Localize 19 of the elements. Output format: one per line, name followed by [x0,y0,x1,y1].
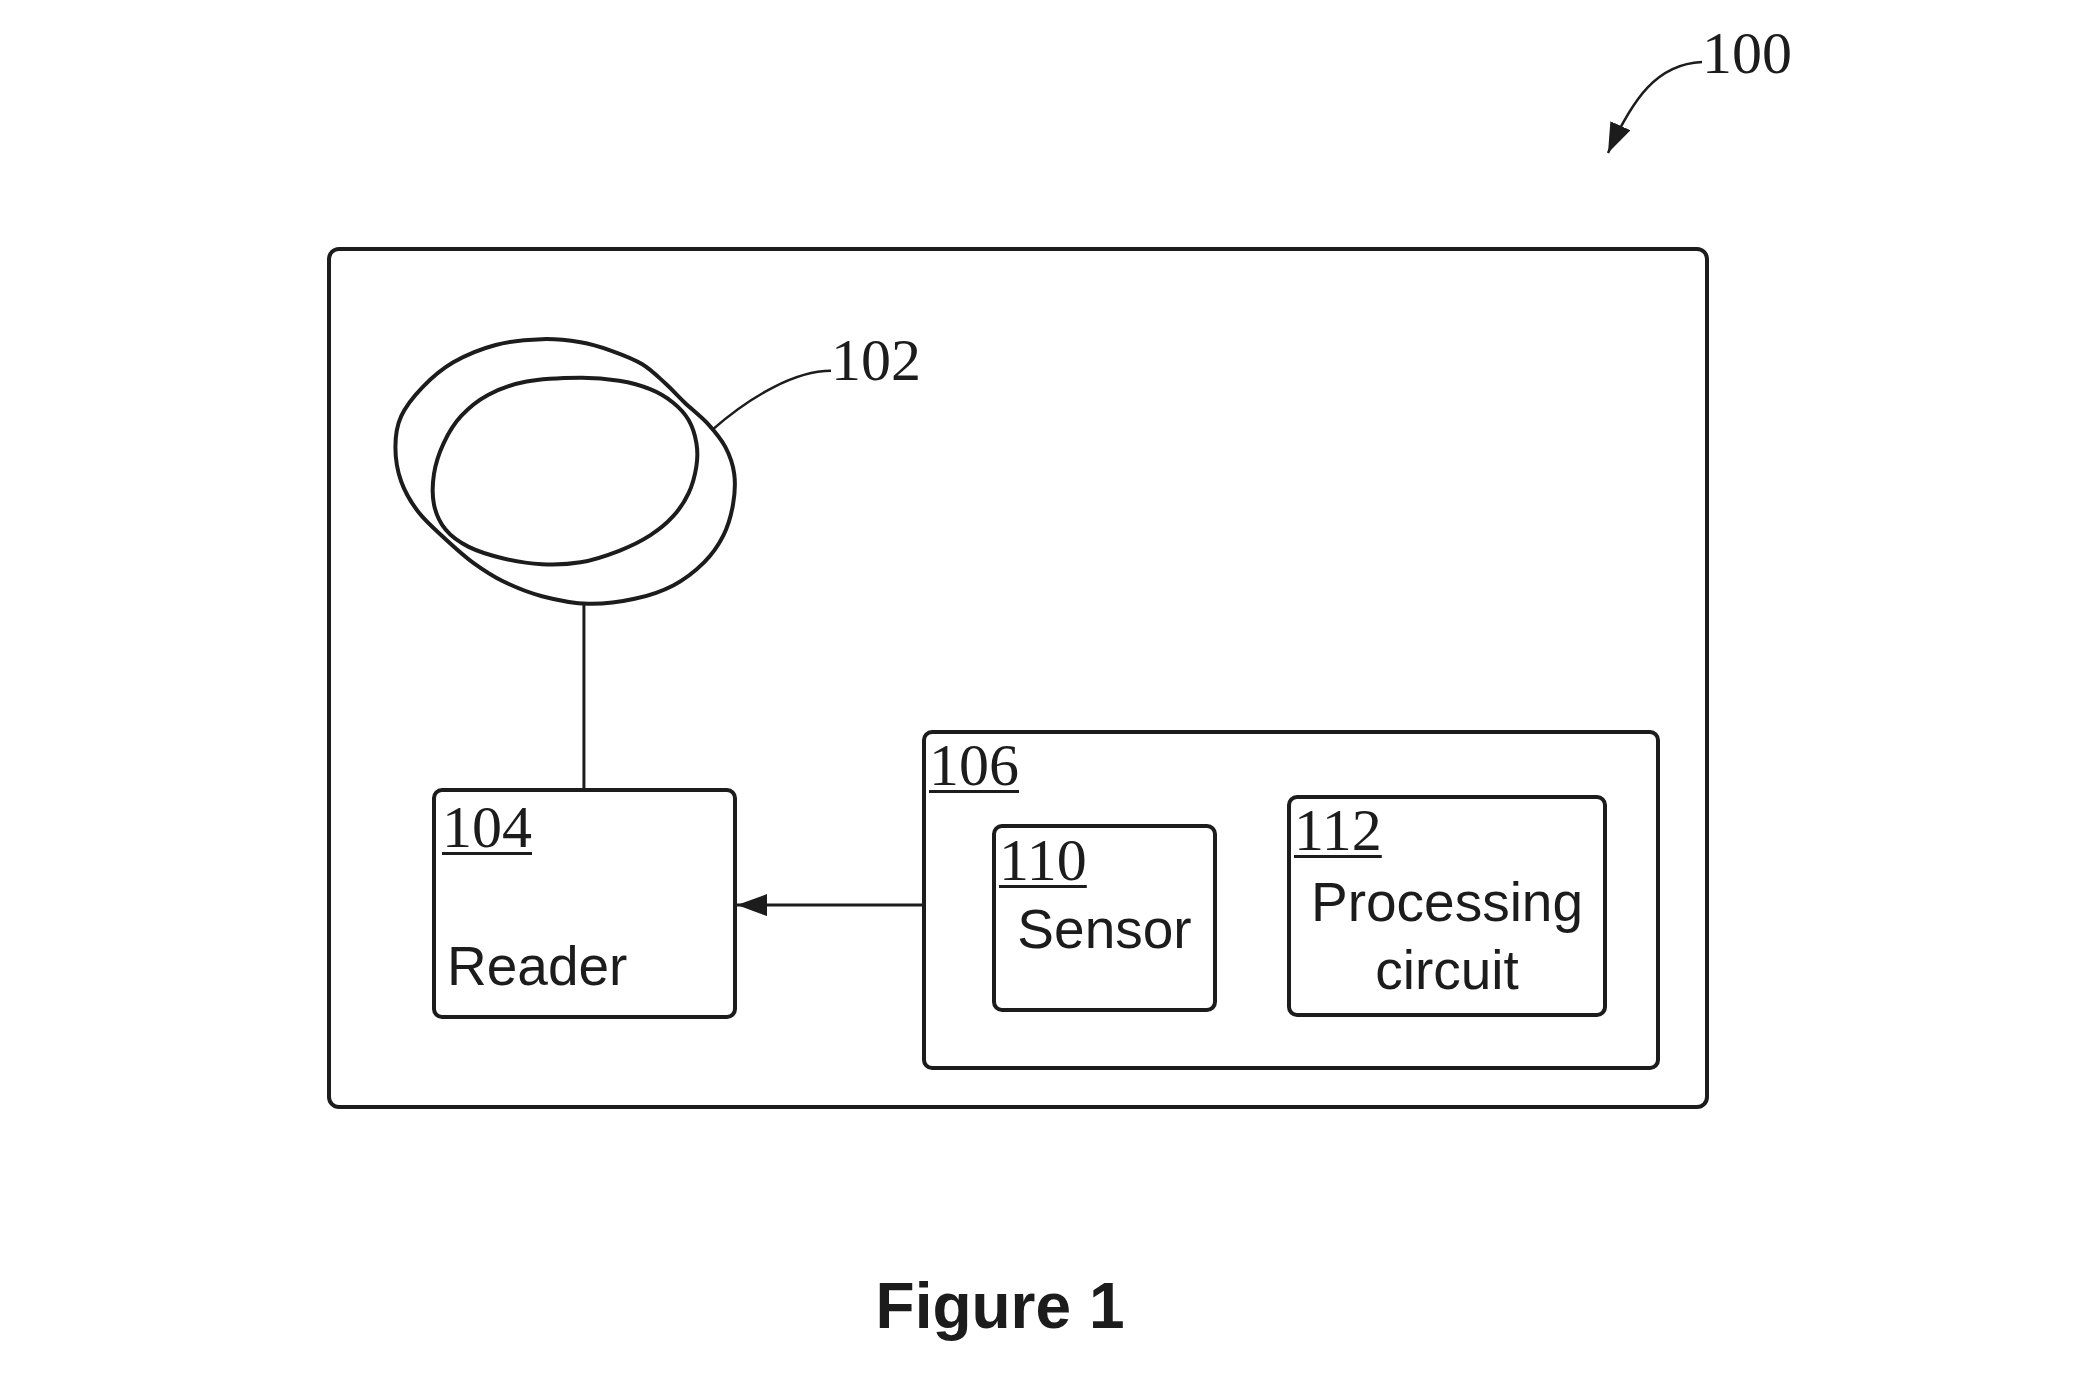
reference-numeral: 104 [442,797,532,857]
reader-box [432,788,737,1019]
leader-line [711,369,832,432]
sensor-box [992,824,1217,1012]
reference-numeral: 112 [1294,800,1382,860]
processing-circuit-box [1287,795,1607,1017]
box-label: Processing circuit [1309,870,1585,1003]
connector-line [582,603,586,788]
system-frame [327,247,1709,1109]
signal-arrow [737,894,922,917]
reference-numeral: 102 [831,330,921,390]
reference-numeral: 106 [929,735,1019,795]
box-label: Reader [447,939,628,994]
coil-antenna-drawing [393,337,737,606]
reference-numeral: 100 [1702,23,1792,83]
reference-numeral: 110 [999,830,1087,890]
leader-arrow [1606,60,1703,154]
module-box [922,730,1660,1070]
box-label: Sensor [1017,902,1192,957]
